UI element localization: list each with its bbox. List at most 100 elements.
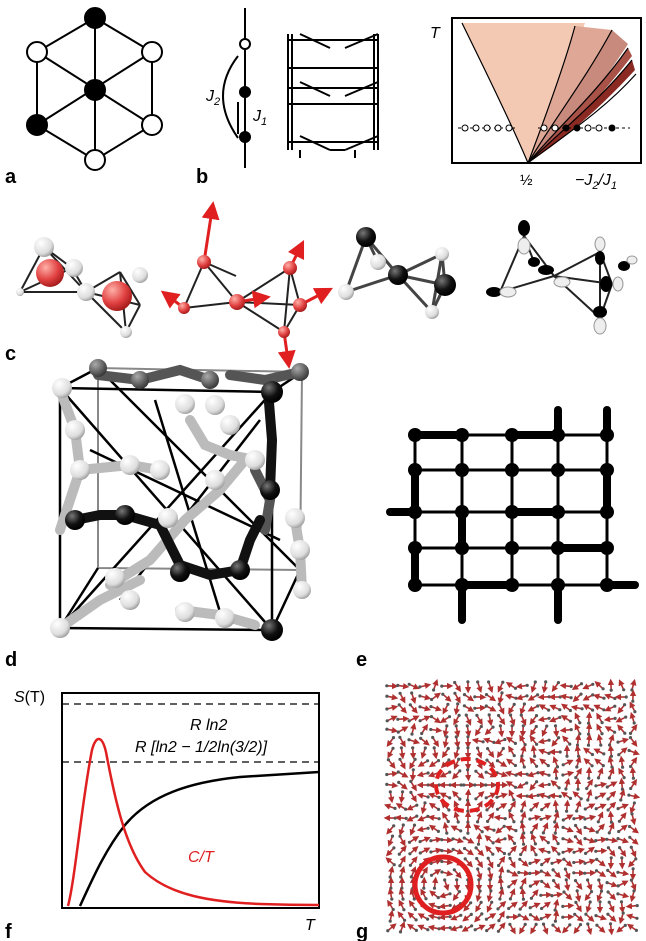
spin-site bbox=[621, 765, 625, 769]
spin-site bbox=[447, 808, 451, 812]
spin-site bbox=[440, 870, 444, 874]
spin-site bbox=[487, 680, 491, 684]
spin-site bbox=[627, 748, 631, 753]
spin-site bbox=[396, 770, 400, 774]
spin-site bbox=[528, 871, 532, 876]
site-white bbox=[84, 149, 106, 171]
spin-site bbox=[624, 695, 628, 699]
spin-site bbox=[517, 870, 521, 875]
spin-site bbox=[392, 824, 396, 828]
spin-site bbox=[508, 897, 512, 901]
spin-site bbox=[430, 697, 434, 702]
level-pauling-label: R [ln2 − 1/2ln(3/2)] bbox=[135, 739, 268, 756]
spin-site bbox=[509, 713, 513, 717]
spin-site bbox=[623, 731, 627, 735]
spin-site bbox=[459, 913, 463, 917]
spin-site bbox=[539, 893, 543, 897]
spin-site bbox=[486, 856, 490, 860]
spin-site bbox=[445, 735, 449, 739]
antivortex-circle bbox=[434, 757, 500, 813]
spin-site bbox=[630, 688, 634, 692]
spin-site bbox=[618, 846, 622, 850]
spin-site bbox=[522, 702, 527, 706]
spin-site bbox=[451, 837, 455, 841]
spin-site bbox=[569, 728, 573, 732]
spin-site bbox=[401, 823, 405, 827]
spin-site bbox=[397, 780, 401, 785]
spin-site bbox=[502, 824, 506, 828]
spin-site bbox=[503, 817, 507, 821]
spin-site bbox=[617, 829, 621, 834]
spin-site bbox=[541, 831, 546, 835]
spin-site bbox=[573, 835, 578, 839]
spin-site bbox=[469, 912, 473, 917]
spin-site bbox=[480, 912, 484, 916]
spin-site bbox=[607, 776, 612, 780]
spin-site bbox=[573, 879, 578, 883]
spin-site bbox=[466, 746, 470, 750]
spin-site bbox=[487, 713, 491, 717]
spin-site bbox=[605, 881, 609, 885]
spin-site bbox=[550, 861, 554, 865]
spin-site bbox=[398, 735, 402, 739]
spin-site bbox=[605, 785, 609, 789]
panel-f-xlabel: T bbox=[305, 917, 316, 934]
spin-site bbox=[506, 869, 510, 873]
spin-site bbox=[606, 912, 610, 916]
spin-site bbox=[500, 691, 504, 695]
spin-site bbox=[624, 715, 628, 719]
spin-site bbox=[508, 809, 512, 813]
spin-site bbox=[458, 797, 462, 801]
spin-site bbox=[412, 897, 416, 901]
spin-site bbox=[590, 752, 595, 757]
spin-site bbox=[424, 897, 428, 901]
spin-site bbox=[553, 919, 558, 923]
spin-site bbox=[586, 878, 590, 882]
spin-site bbox=[475, 856, 479, 861]
spin-site bbox=[391, 736, 396, 740]
spin-site bbox=[512, 841, 517, 846]
spin-site bbox=[554, 809, 559, 813]
spin-site bbox=[521, 724, 525, 728]
spin-site bbox=[447, 758, 451, 762]
spin-site bbox=[497, 713, 501, 718]
spin-site bbox=[628, 731, 633, 736]
spin-site bbox=[519, 713, 523, 717]
spin-site bbox=[455, 878, 459, 882]
spin-site bbox=[436, 807, 441, 812]
spin-site bbox=[572, 817, 576, 821]
spin-site bbox=[602, 696, 606, 700]
spin-site bbox=[491, 725, 495, 729]
spin-site bbox=[458, 769, 462, 773]
spin-site bbox=[610, 765, 614, 769]
spin-site bbox=[506, 915, 510, 919]
panel-label-f: f bbox=[5, 921, 12, 941]
spin-site bbox=[605, 837, 609, 841]
spin-site bbox=[568, 708, 573, 713]
spin-site bbox=[553, 831, 557, 835]
spin-site bbox=[448, 903, 452, 908]
spin-site bbox=[398, 864, 402, 868]
spin-site bbox=[619, 900, 624, 904]
spin-site bbox=[547, 708, 551, 712]
spin-site bbox=[575, 889, 579, 893]
spin-site bbox=[398, 834, 402, 838]
spin-site bbox=[632, 889, 636, 893]
spin-site bbox=[583, 807, 587, 811]
spin-site bbox=[574, 823, 578, 828]
spin-site bbox=[591, 693, 595, 697]
spin-site bbox=[575, 743, 580, 747]
spin-site bbox=[497, 863, 501, 868]
spin-site bbox=[499, 886, 504, 890]
spin-site bbox=[451, 847, 455, 852]
spin-site bbox=[606, 797, 610, 801]
spin-site bbox=[418, 685, 422, 689]
spin-site bbox=[561, 763, 565, 767]
spin-site bbox=[401, 897, 405, 901]
spin-site bbox=[408, 703, 412, 707]
spin-site bbox=[541, 922, 546, 926]
spin-site bbox=[452, 868, 456, 872]
spin-site bbox=[409, 779, 413, 784]
spin-site bbox=[391, 746, 395, 750]
spin-site bbox=[536, 771, 540, 775]
